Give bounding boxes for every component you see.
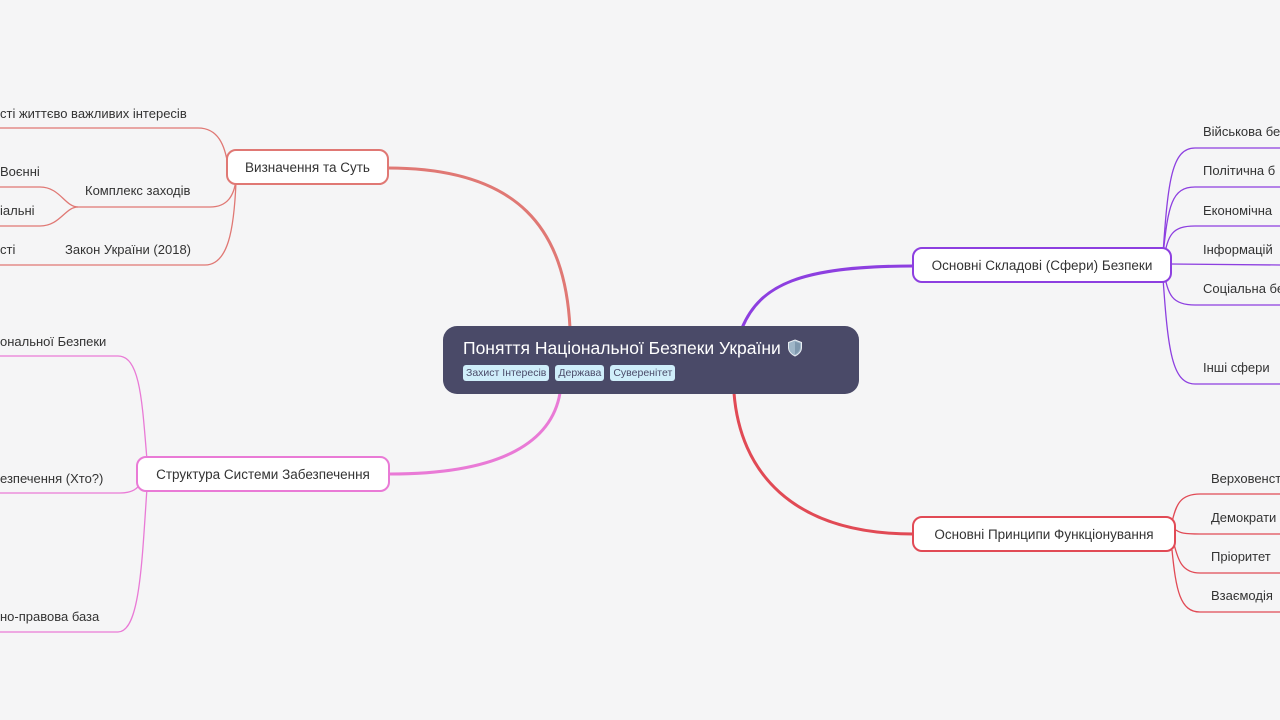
principles-links <box>1171 493 1280 613</box>
tag-interests[interactable]: Захист Інтересів <box>463 365 550 381</box>
root-title: Поняття Національної Безпеки України <box>463 338 781 358</box>
node-structure[interactable]: Структура Системи Забезпечення <box>136 456 390 492</box>
root-title-row: Поняття Національної Безпеки України <box>463 336 839 360</box>
leaf-military-security[interactable]: Військова бе <box>1203 124 1280 139</box>
leaf-who[interactable]: езпечення (Хто?) <box>0 471 104 486</box>
leaf-sti[interactable]: сті <box>0 242 16 257</box>
leaf-interaction[interactable]: Взаємодія <box>1211 588 1273 603</box>
structure-links <box>0 355 148 633</box>
node-definition[interactable]: Визначення та Суть <box>226 149 389 185</box>
node-spheres[interactable]: Основні Складові (Сфери) Безпеки <box>912 247 1172 283</box>
leaf-other-spheres[interactable]: Інші сфери <box>1203 360 1270 375</box>
spheres-links <box>1162 147 1280 385</box>
leaf-information-security[interactable]: Інформацій <box>1203 242 1273 257</box>
root-tags: Захист Інтересів Держава Суверенітет <box>463 365 839 381</box>
leaf-economic-security[interactable]: Економічна <box>1203 203 1273 218</box>
leaf-military[interactable]: Воєнні <box>0 164 40 179</box>
leaf-democratic[interactable]: Демократи <box>1211 510 1277 525</box>
leaf-social[interactable]: іальні <box>0 203 35 218</box>
leaf-political-security[interactable]: Політична б <box>1203 163 1276 178</box>
leaf-law-2018[interactable]: Закон України (2018) <box>65 242 192 257</box>
link-root-spheres <box>740 264 914 329</box>
leaf-vital-interests[interactable]: сті життєво важливих інтересів <box>0 106 187 121</box>
leaf-priority[interactable]: Пріоритет <box>1211 549 1271 564</box>
root-node[interactable]: Поняття Національної Безпеки України Зах… <box>443 326 859 394</box>
link-root-principles <box>732 392 914 536</box>
tag-sovereignty[interactable]: Суверенітет <box>610 365 676 381</box>
leaf-social-security[interactable]: Соціальна бе <box>1203 281 1280 296</box>
link-root-definition <box>387 166 572 329</box>
leaf-national-security[interactable]: ональної Безпеки <box>0 334 107 349</box>
leaf-rule-of-law[interactable]: Верховенст <box>1211 471 1280 486</box>
leaf-set-of-measures[interactable]: Комплекс заходів <box>85 183 191 198</box>
leaf-legal-base[interactable]: но-правова база <box>0 609 100 624</box>
tag-state[interactable]: Держава <box>555 365 605 381</box>
shield-icon <box>787 339 802 357</box>
node-principles[interactable]: Основні Принципи Функціонування <box>912 516 1176 552</box>
link-root-structure <box>389 392 562 476</box>
